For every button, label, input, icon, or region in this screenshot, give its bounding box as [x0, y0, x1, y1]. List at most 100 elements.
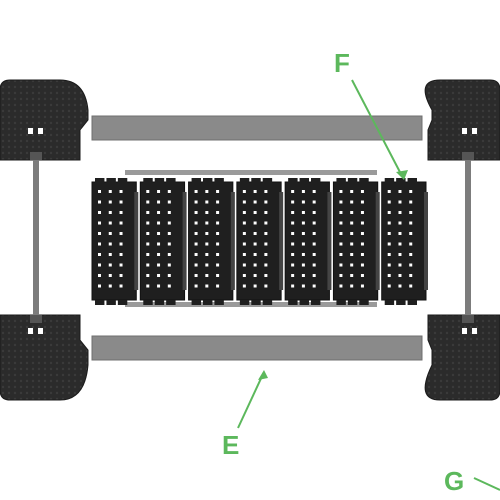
module-hole — [360, 211, 364, 214]
module-hole — [242, 274, 246, 277]
module-hole — [205, 200, 209, 204]
module-hole — [146, 190, 150, 193]
module-hole — [205, 263, 209, 267]
module-hole — [242, 211, 246, 214]
module-hole — [312, 190, 316, 193]
module-hole — [253, 221, 257, 225]
module-hole — [409, 232, 413, 235]
module-hole — [409, 221, 413, 225]
module-hole — [119, 274, 123, 277]
module-hole — [291, 190, 295, 193]
module-hole — [253, 200, 257, 204]
module-hole — [350, 274, 354, 277]
module-hole — [205, 211, 209, 214]
module-hole — [398, 274, 402, 277]
module-hole — [216, 211, 220, 214]
module-hole — [291, 221, 295, 225]
module-hole — [291, 253, 295, 256]
grated-module — [236, 178, 284, 305]
module-hole — [312, 242, 316, 246]
module-hole — [264, 253, 268, 256]
module-hole — [205, 190, 209, 193]
module-hole — [301, 242, 305, 246]
module-hole — [157, 232, 161, 235]
callout-f-leader — [351, 79, 403, 177]
module-hole — [264, 263, 268, 267]
module-hole — [253, 284, 257, 288]
module-hole — [291, 263, 295, 267]
module-hole — [387, 232, 391, 235]
module-hole — [194, 253, 198, 256]
callout-e-leader — [237, 371, 265, 429]
module-hole — [242, 242, 246, 246]
grated-module — [188, 178, 235, 305]
module-hole — [194, 221, 198, 225]
module-hole — [157, 211, 161, 214]
module-hole — [409, 253, 413, 256]
module-hole — [350, 190, 354, 193]
module-hole — [194, 263, 198, 267]
module-hole — [98, 284, 101, 288]
module-hole — [350, 221, 354, 225]
module-hole — [194, 200, 198, 204]
callout-f-arrowhead — [396, 170, 408, 180]
module-hole — [157, 284, 161, 288]
module-hole — [216, 242, 220, 246]
grated-module — [91, 178, 139, 305]
module-hole — [167, 274, 171, 277]
module-hole — [146, 284, 150, 288]
module-hole — [312, 253, 316, 256]
module-hole — [339, 284, 343, 288]
module-hole — [350, 253, 354, 256]
module-hole — [387, 242, 391, 246]
rail-bottom — [125, 302, 377, 307]
module-hole — [98, 242, 101, 246]
module-hole — [108, 242, 112, 246]
module-hole — [253, 232, 257, 235]
grated-module — [332, 178, 380, 305]
module-hole — [167, 211, 171, 214]
module-hole — [360, 232, 364, 235]
module-hole — [387, 263, 391, 267]
module-hole — [157, 221, 161, 225]
module-hole — [167, 263, 171, 267]
module-hole — [108, 284, 112, 288]
module-hole — [301, 284, 305, 288]
module-hole — [98, 263, 101, 267]
module-hole — [216, 232, 220, 235]
module-hole — [146, 221, 150, 225]
module-hole — [108, 274, 112, 277]
rail-top — [125, 170, 377, 175]
module-hole — [119, 253, 123, 256]
module-hole — [108, 200, 112, 204]
callout-e: E — [222, 370, 268, 460]
module-hole — [108, 190, 112, 193]
module-hole — [312, 200, 316, 204]
module-hole — [387, 200, 391, 204]
callout-f: F — [334, 48, 408, 180]
module-hole — [291, 200, 295, 204]
module-hole — [360, 274, 364, 277]
module-hole — [167, 200, 171, 204]
module-hole — [301, 274, 305, 277]
module-hole — [339, 274, 343, 277]
module-hole — [108, 211, 112, 214]
module-hole — [264, 274, 268, 277]
module-hole — [387, 221, 391, 225]
module-hole — [301, 221, 305, 225]
module-hole — [360, 200, 364, 204]
module-hole — [312, 221, 316, 225]
module-hole — [119, 284, 123, 288]
module-hole — [157, 253, 161, 256]
module-hole — [264, 284, 268, 288]
module-hole — [98, 274, 101, 277]
module-hole — [350, 232, 354, 235]
module-hole — [253, 211, 257, 214]
corner-base-top-right — [424, 79, 500, 161]
module-hole — [398, 284, 402, 288]
module-hole — [312, 263, 316, 267]
module-hole — [194, 190, 198, 193]
module-hole — [291, 274, 295, 277]
callout-e-arrowhead — [258, 370, 268, 380]
module-hole — [242, 284, 246, 288]
